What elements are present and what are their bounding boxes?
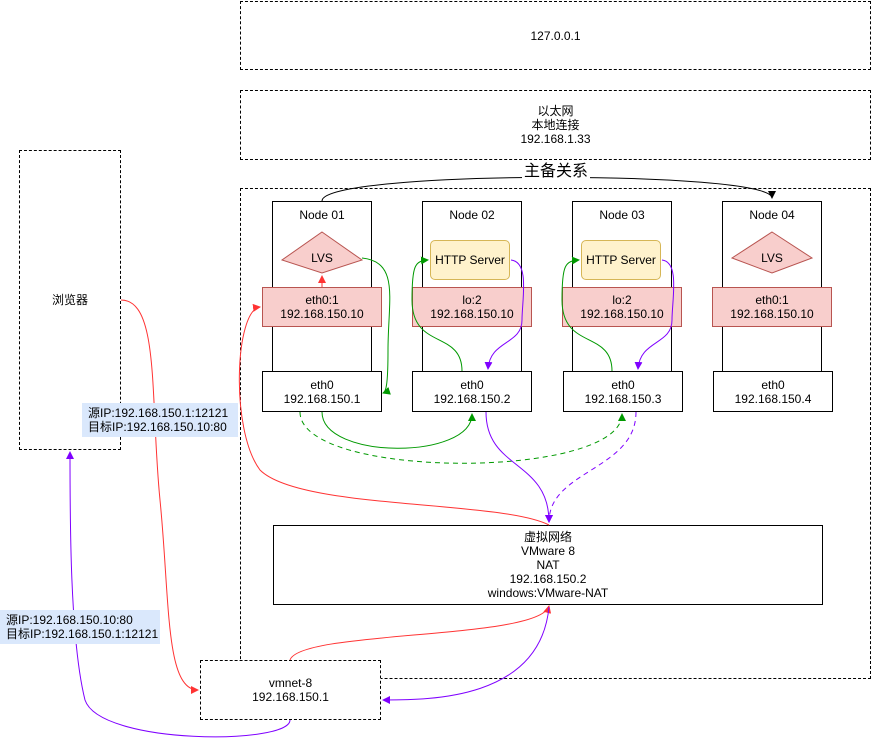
loopback-ip: 127.0.0.1 [530, 28, 581, 43]
request-src: 源IP:192.168.150.1:12121 [88, 406, 229, 420]
vnet-ip: 192.168.150.2 [509, 572, 587, 586]
forward-to-node02 [321, 411, 476, 449]
node-01-lvs-label: LVS [311, 251, 333, 265]
node-03-eth-ip: 192.168.150.3 [584, 391, 662, 406]
node-04-lvs-label: LVS [761, 251, 783, 265]
node-03-http-server: HTTP Server [581, 240, 661, 280]
node-02-http-server: HTTP Server [430, 240, 510, 280]
node03-response-to-vnet [545, 411, 637, 523]
node02-eth0-to-http [411, 256, 463, 372]
node-01-lvs-diamond [280, 231, 364, 274]
request-packet-info: 源IP:192.168.150.1:12121 目标IP:192.168.150… [82, 403, 238, 437]
node-01-eth0: eth0 192.168.150.1 [262, 371, 382, 412]
node-04-eth-ip: 192.168.150.4 [734, 391, 812, 406]
vmnet-8-box: vmnet-8 192.168.150.1 [200, 660, 381, 720]
vnet-title: 虚拟网络 [523, 530, 572, 544]
forward-to-node03 [299, 411, 626, 464]
node-02-title: Node 02 [449, 208, 495, 222]
node-02-vip-nic: lo:2 192.168.150.10 [412, 287, 532, 327]
relation-label: 主备关系 [522, 163, 591, 181]
ethernet-box: 以太网 本地连接 192.168.1.33 [240, 90, 871, 160]
loopback-box: 127.0.0.1 [240, 1, 871, 70]
response-vnet-to-vmnet [382, 606, 550, 704]
node03-eth0-to-http [561, 256, 613, 372]
request-dst: 目标IP:192.168.150.10:80 [88, 420, 227, 434]
node03-http-response [634, 259, 675, 370]
node-03-title: Node 03 [599, 208, 645, 222]
response-packet-info: 源IP:192.168.150.10:80 目标IP:192.168.150.1… [0, 610, 160, 644]
node-02-http-server-label: HTTP Server [435, 253, 505, 267]
ethernet-name: 本地连接 [531, 118, 580, 132]
cluster-container [240, 188, 871, 679]
node-01-eth-name: eth0 [310, 377, 334, 392]
node-03-vip: 192.168.150.10 [580, 307, 664, 321]
request-vnet-to-vip [238, 303, 550, 526]
node-02-eth-name: eth0 [460, 377, 484, 392]
lvs-to-eth0 [361, 257, 391, 395]
node-02-eth-ip: 192.168.150.2 [433, 391, 511, 406]
vnet-name: VMware 8 [520, 544, 576, 558]
node-04-lvs-diamond [730, 231, 814, 274]
browser-label: 浏览器 [51, 293, 88, 307]
node-01-title: Node 01 [299, 208, 345, 222]
node-03-nic-name: lo:2 [612, 293, 632, 307]
node-03-vip-nic: lo:2 192.168.150.10 [562, 287, 682, 327]
vnet-windows: windows:VMware-NAT [487, 586, 609, 600]
virtual-network-box: 虚拟网络 VMware 8 NAT 192.168.150.2 windows:… [273, 525, 823, 605]
ethernet-ip: 192.168.1.33 [520, 132, 591, 146]
browser-box: 浏览器 [19, 150, 121, 450]
node-02-vip: 192.168.150.10 [430, 307, 514, 321]
node-01-eth-ip: 192.168.150.1 [283, 391, 361, 406]
node-04-nic-name: eth0:1 [755, 293, 789, 307]
node-04-title: Node 04 [749, 208, 795, 222]
node-03-http-server-label: HTTP Server [586, 253, 656, 267]
node02-http-response [484, 259, 525, 370]
node-02-nic-name: lo:2 [462, 293, 482, 307]
node-02-eth0: eth0 192.168.150.2 [412, 371, 532, 412]
node-04-eth0: eth0 192.168.150.4 [713, 371, 833, 412]
node-01-nic-name: eth0:1 [305, 293, 339, 307]
ethernet-title: 以太网 [537, 104, 574, 118]
node-03-eth-name: eth0 [611, 377, 635, 392]
node-04-vip: 192.168.150.10 [730, 307, 814, 321]
request-vmnet-to-vnet [289, 605, 552, 661]
node-01-vip: 192.168.150.10 [280, 307, 364, 321]
vmnet-name: vmnet-8 [268, 676, 313, 690]
request-browser-to-vmnet [120, 299, 199, 694]
node-03-eth0: eth0 192.168.150.3 [563, 371, 683, 412]
vmnet-ip: 192.168.150.1 [252, 690, 329, 704]
node-01-vip-nic: eth0:1 192.168.150.10 [262, 287, 382, 327]
vnet-mode: NAT [536, 558, 560, 572]
node-04-vip-nic: eth0:1 192.168.150.10 [712, 287, 832, 327]
node-04-eth-name: eth0 [761, 377, 785, 392]
response-dst: 目标IP:192.168.150.1:12121 [6, 627, 159, 641]
response-vmnet-to-browser [66, 451, 291, 738]
response-src: 源IP:192.168.150.10:80 [6, 613, 133, 627]
node02-response-to-vnet [485, 411, 553, 523]
